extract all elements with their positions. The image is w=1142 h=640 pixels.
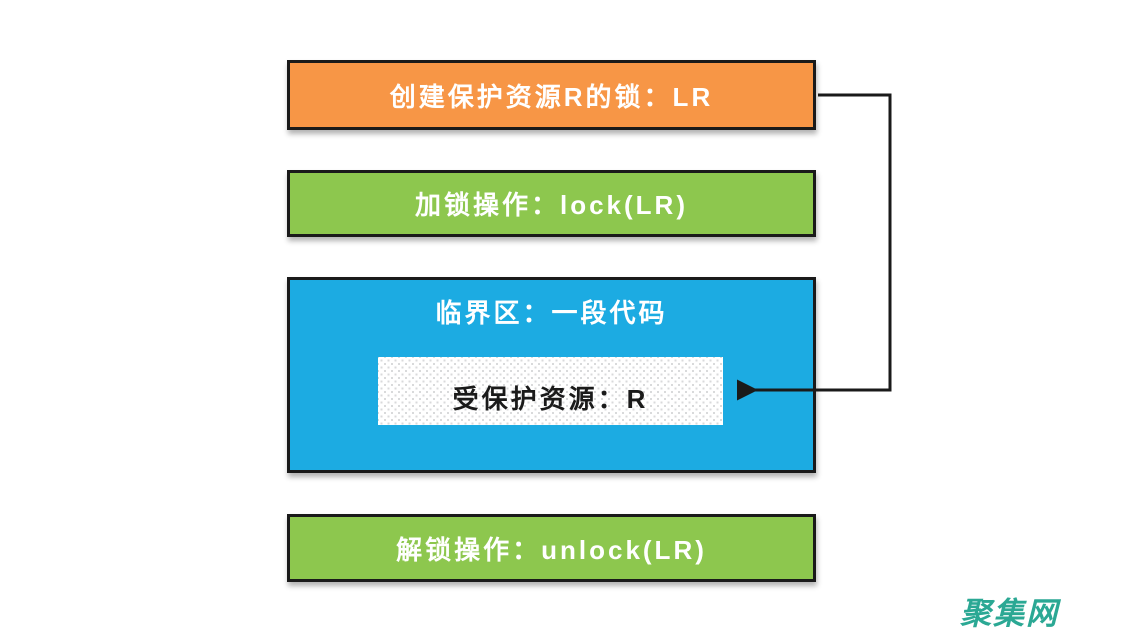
box-create-lock-label: 创建保护资源R的锁：LR bbox=[389, 81, 714, 112]
box-protected-resource: 受保护资源：R bbox=[378, 357, 723, 425]
box-critical-section-label: 临界区：一段代码 bbox=[435, 298, 668, 328]
box-create-lock: 创建保护资源R的锁：LR bbox=[287, 60, 816, 130]
box-critical-section: 临界区：一段代码 受保护资源：R bbox=[287, 277, 816, 473]
watermark-logo: 聚集网 bbox=[960, 596, 1059, 631]
box-lock-operation: 加锁操作：lock(LR) bbox=[287, 170, 816, 237]
box-protected-resource-label: 受保护资源：R bbox=[452, 384, 649, 414]
box-unlock-operation: 解锁操作：unlock(LR) bbox=[287, 514, 816, 582]
box-unlock-operation-label: 解锁操作：unlock(LR) bbox=[396, 534, 707, 565]
box-lock-operation-label: 加锁操作：lock(LR) bbox=[414, 190, 688, 220]
